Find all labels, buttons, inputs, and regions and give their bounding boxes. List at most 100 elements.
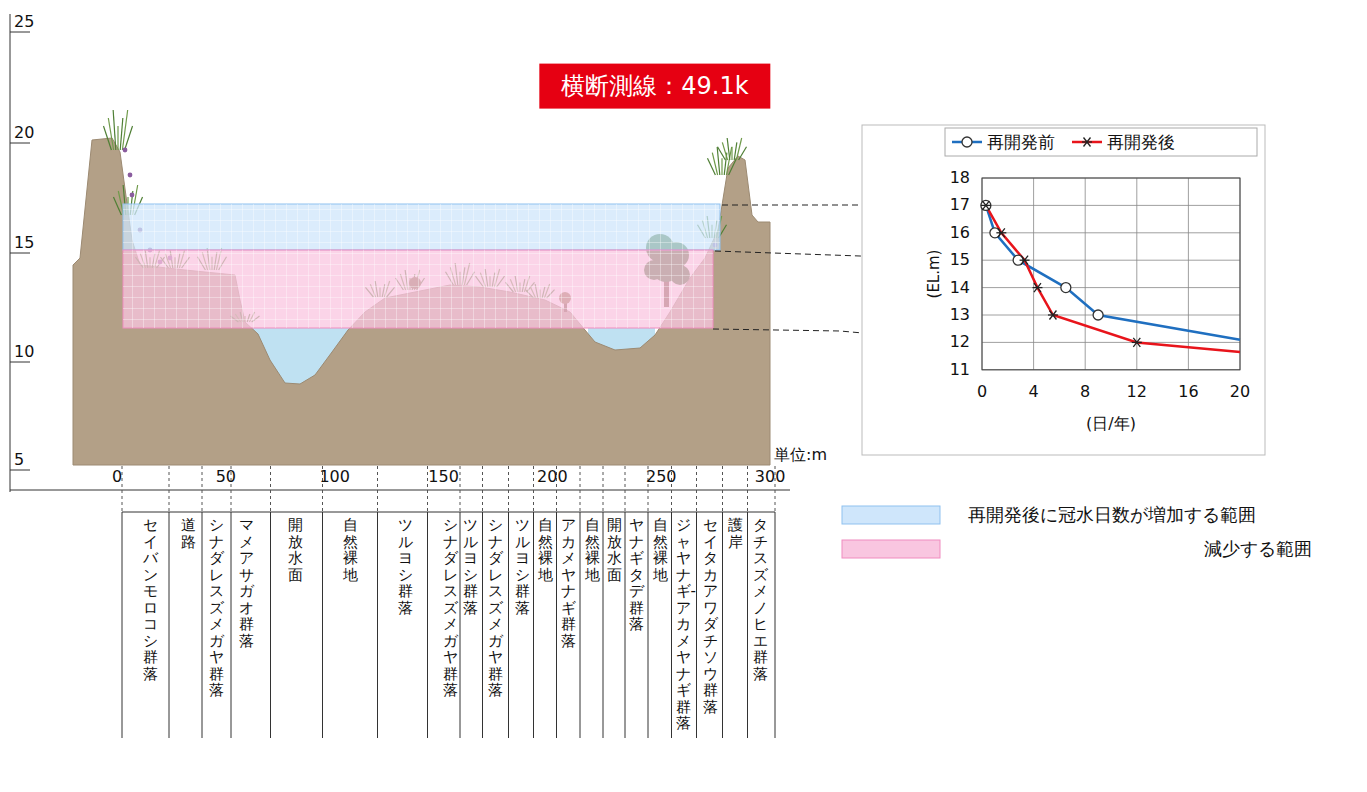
column-divider <box>231 512 232 738</box>
vegetation-label: 開放水面 <box>607 517 622 583</box>
column-divider <box>202 466 203 512</box>
column-divider <box>460 466 461 512</box>
ground <box>73 138 770 465</box>
asterisk-marker <box>1032 283 1042 292</box>
column-divider <box>202 512 203 738</box>
chart-x-tick: 4 <box>1029 383 1039 401</box>
column-divider <box>625 512 626 738</box>
stage-duration-chart <box>862 125 1265 455</box>
legend-box <box>945 128 1257 156</box>
chart-y-tick: 18 <box>950 169 970 187</box>
grid-line <box>982 287 1240 288</box>
x-tick-label: 300 <box>755 468 786 486</box>
column-divider <box>508 466 509 512</box>
vegetation-table <box>10 466 790 738</box>
x-tick-label: 150 <box>428 468 459 486</box>
column-divider <box>580 466 581 512</box>
chart-frame <box>862 125 1265 455</box>
vegetation-label: 開放水面 <box>288 517 303 583</box>
asterisk-marker <box>1048 311 1058 320</box>
column-divider <box>533 512 534 738</box>
column-divider <box>482 512 483 738</box>
vegetation-label: 自然裸地 <box>653 517 668 583</box>
vegetation-label: 護岸 <box>728 517 743 550</box>
chart-y-tick: 11 <box>950 361 970 379</box>
legend-text: 減少する範囲 <box>1204 539 1312 559</box>
cross-section <box>10 14 976 492</box>
vegetation-label: シナダレスズメガヤ群落 <box>443 517 458 699</box>
vegetation-label: 道路 <box>181 517 196 550</box>
column-divider <box>460 512 461 738</box>
grid-line <box>982 315 1240 316</box>
column-divider <box>747 466 748 512</box>
chart-y-tick: 15 <box>950 251 970 269</box>
column-divider <box>625 466 626 512</box>
circle-marker <box>981 200 991 210</box>
x-tick-label: 250 <box>646 468 677 486</box>
plot-frame <box>982 178 1240 370</box>
column-divider <box>556 512 557 738</box>
legend-text: 再開発後に冠水日数が増加する範囲 <box>968 505 1256 525</box>
column-divider <box>603 466 604 512</box>
column-divider <box>377 466 378 512</box>
x-tick-label: 0 <box>112 468 122 486</box>
asterisk-marker <box>1132 338 1142 347</box>
vegetation-label: マメアサガオ群落 <box>239 517 254 649</box>
vegetation-label: ツルヨシ群落 <box>398 517 413 616</box>
vegetation-label: ツルヨシ群落 <box>515 517 530 616</box>
legend-text: 再開発後 <box>1107 133 1175 152</box>
column-divider <box>747 512 748 738</box>
x-tick-label: 100 <box>319 468 350 486</box>
asterisk-marker <box>996 228 1006 237</box>
grid-line <box>1033 178 1034 370</box>
chart-x-tick: 20 <box>1230 383 1250 401</box>
column-divider <box>270 466 271 512</box>
grid-line <box>1188 178 1189 370</box>
column-divider <box>377 512 378 738</box>
legend-text: 再開発前 <box>987 133 1055 152</box>
vegetation-label: 自然裸地 <box>343 517 358 583</box>
grid-line <box>982 260 1240 261</box>
vegetation-label: ツルヨシ群落 <box>463 517 478 616</box>
column-divider <box>169 512 170 738</box>
y-tick-label: 5 <box>14 451 24 469</box>
asterisk-marker <box>1082 138 1092 147</box>
vegetation-label: シナダレスズメガヤ群落 <box>488 517 503 699</box>
vegetation-label: タチスズメノヒエ群落 <box>753 517 768 682</box>
column-divider <box>775 512 776 738</box>
column-divider <box>648 512 649 738</box>
column-divider <box>322 512 323 738</box>
vegetation-label: セイタカアワダチソウ群落 <box>703 517 718 715</box>
vegetation-label: ジャヤナギ-アカメヤナギ群落 <box>676 517 691 732</box>
column-divider <box>508 512 509 738</box>
series-line <box>986 205 1240 352</box>
asterisk-marker <box>1020 256 1030 265</box>
x-axis <box>10 490 790 491</box>
title-text: 横断測線：49.1k <box>561 72 748 101</box>
circle-marker <box>1093 310 1103 320</box>
decrease-band-grid <box>123 250 713 328</box>
y-tick <box>10 470 30 471</box>
x-tick-label: 50 <box>216 468 236 486</box>
column-divider <box>722 466 723 512</box>
column-divider <box>169 466 170 512</box>
chart-y-tick: 12 <box>950 334 970 352</box>
chart-x-tick: 12 <box>1127 383 1147 401</box>
title-box: 横断測線：49.1k <box>539 64 770 109</box>
chart-y-tick: 17 <box>950 197 970 215</box>
chart-x-tick: 0 <box>977 383 987 401</box>
chart-x-tick: 8 <box>1080 383 1090 401</box>
column-divider <box>671 512 672 738</box>
y-tick-label: 15 <box>14 234 34 252</box>
column-divider <box>580 512 581 738</box>
legend-swatch <box>842 506 940 524</box>
column-divider <box>696 512 697 738</box>
grid-line <box>982 342 1240 343</box>
y-tick <box>10 143 30 144</box>
chart-y-tick: 14 <box>950 279 970 297</box>
vegetation-label: 自然裸地 <box>538 517 553 583</box>
vegetation-label: アカメヤナギ群落 <box>561 517 576 649</box>
y-tick-label: 10 <box>14 343 34 361</box>
circle-marker <box>962 137 972 147</box>
